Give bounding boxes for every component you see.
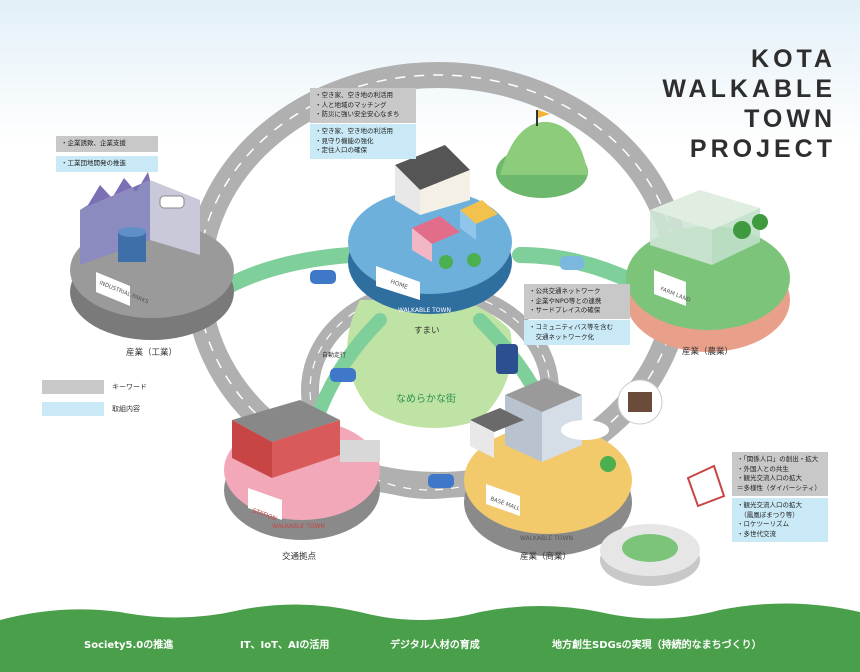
note-line: ＝多様性（ダイバーシティ） [737,483,821,492]
farm-zone [626,190,790,352]
logo-line-3: PROJECT [689,135,836,163]
note-line: ・人と地域のマッチング [315,100,387,109]
walkable-ribbon-1: WALKABLE TOWN [398,307,451,314]
transit-keyword-note: ・公共交通ネットワーク ・企業やNPO等との連携 ・サードプレイスの確保 [524,284,630,319]
legend-action: 取組内容 [42,400,202,418]
farm-zone-label: 産業（農業） [682,347,734,357]
walkable-ribbon-3: WALKABLE TOWN [520,535,573,542]
logo-line-1: KOTA [751,45,836,73]
note-line: ・サードプレイスの確保 [529,306,601,314]
industrial-keyword-note: ・企業誘致、企業支援 [56,136,158,152]
legend-action-label: 取組内容 [112,405,140,413]
industrial-zone [70,172,234,340]
note-line: ・外国人との共生 [737,464,789,473]
note-line: ・ロケツーリズム [737,520,789,528]
central-green [347,298,512,428]
note-line: ・見守り機能の強化 [315,136,374,145]
home-zone [348,145,512,314]
note-line: ・観光交流人口の拡大 [737,501,802,509]
industrial-action-note: ・工業団地開発の推進 [56,156,158,172]
bottom-item-talent: デジタル人材の育成 [390,640,480,651]
hill-zone [496,110,588,198]
home-zone-label: すまい [414,326,440,336]
note-line: ・定住人口の確保 [315,146,367,154]
note-line: ・公共交通ネットワーク [529,287,601,295]
note-line: ・コミュニティバス等を含む [529,323,614,331]
transit-action-note: ・コミュニティバス等を含む 交通ネットワーク化 [524,320,630,345]
base-mall-zone [464,378,632,556]
bottom-item-regional: 地方創生SDGsの実現（持続的なまちづくり） [552,640,762,651]
kite-icon [686,464,726,508]
legend-action-swatch [42,402,104,416]
note-line: ・防災に強い安全安心なまち [315,110,400,118]
note-line: ・「関係人口」の創出・拡大 [737,455,819,463]
legend-keyword-swatch [42,380,104,394]
legend-keyword-label: キーワード [112,383,147,391]
note-line: ・企業誘致、企業支援 [61,139,126,147]
note-line: ・空き家、空き地の利活用 [315,91,393,99]
note-line: ・多世代交流 [737,529,776,538]
mall-zone-label: 産業（商業） [520,552,572,562]
autonomous-label: 自動走行 [322,352,347,359]
logo-line-2: WALKABLE TOWN [662,75,836,133]
note-line: ・工業団地開発の推進 [61,159,126,167]
bottom-strip: Society5.0の推進 IT、IoT、AIの活用 デジタル人材の育成 地方創… [0,632,860,656]
industrial-zone-label: 産業（工業） [126,348,178,358]
note-line: 交通ネットワーク化 [529,332,595,341]
tourism-keyword-note: ・「関係人口」の創出・拡大 ・外国人との共生 ・観光交流人口の拡大 ＝多様性（ダ… [732,452,828,496]
home-action-note: ・空き家、空き地の利活用 ・見守り機能の強化 ・定住人口の確保 [310,124,416,159]
station-zone [224,400,380,540]
home-keyword-note: ・空き家、空き地の利活用 ・人と地域のマッチング ・防災に強い安全安心なまち [310,88,416,123]
central-green-label: なめらかな街 [396,394,456,405]
walkable-ribbon-2: WALKABLE TOWN [272,523,325,530]
lantern-icon [617,379,663,425]
bottom-item-tech: IT、IoT、AIの活用 [240,640,330,651]
vehicles [159,195,584,488]
note-line: ・観光交流人口の拡大 [737,474,802,482]
legend: キーワード 取組内容 [42,378,202,422]
note-line: （鳳凰ぼまつり等） [737,510,799,519]
tourism-action-note: ・観光交流人口の拡大 （鳳凰ぼまつり等） ・ロケツーリズム ・多世代交流 [732,498,828,542]
station-zone-label: 交通拠点 [282,552,317,562]
footer-hills [0,603,860,672]
plaza-zone [600,524,700,586]
legend-keyword: キーワード [42,378,202,396]
note-line: ・空き家、空き地の利活用 [315,127,393,135]
project-logo: KOTA WALKABLE TOWN PROJECT [604,44,836,164]
bottom-item-society: Society5.0の推進 [84,640,174,651]
note-line: ・企業やNPO等との連携 [529,296,602,305]
